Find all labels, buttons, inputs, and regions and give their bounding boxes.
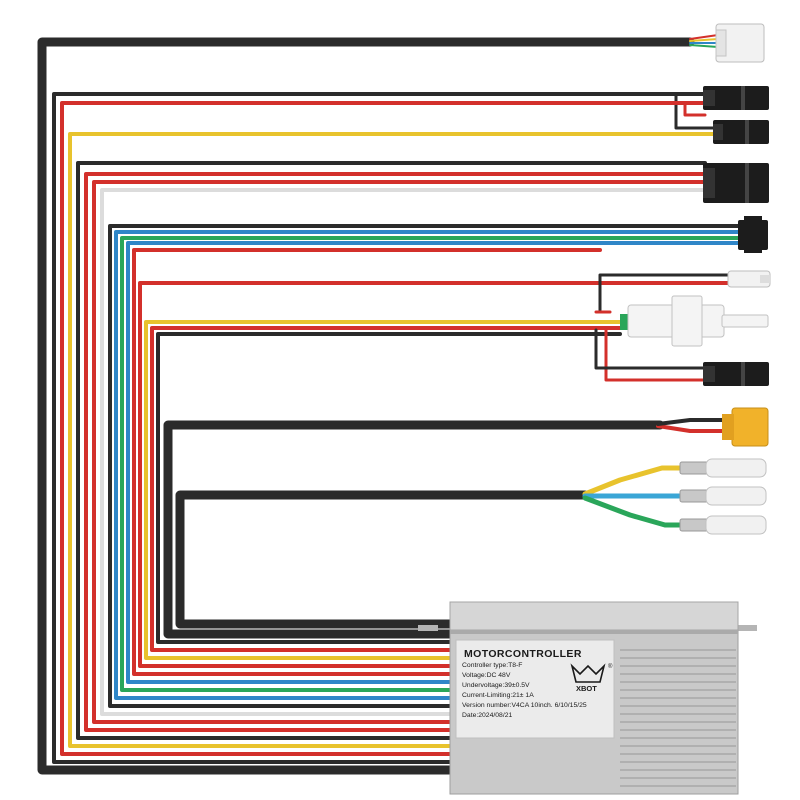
wire-black-1-branch bbox=[674, 92, 717, 130]
spec-version-number: Version number:V4CA 10inch. 6/10/15/25 bbox=[462, 702, 587, 709]
wire-black-loop bbox=[598, 273, 732, 312]
spec-undervoltage: Undervoltage:39±0.5V bbox=[462, 682, 530, 689]
spec-date: Date:2024/08/21 bbox=[462, 712, 512, 719]
wire-black-2 bbox=[76, 161, 707, 740]
connector-group bbox=[620, 23, 771, 535]
black-3pin-connector bbox=[703, 163, 769, 203]
wire-phase-green bbox=[582, 495, 688, 528]
black-2pin-connector-b bbox=[713, 120, 769, 144]
bullet-connector-green bbox=[679, 515, 767, 535]
spec-controller-type: Controller type:T8-F bbox=[462, 662, 522, 669]
xt60-power-connector bbox=[722, 407, 769, 447]
motor-controller-housing: MOTORCONTROLLER Controller type:T8-F Vol… bbox=[418, 601, 757, 795]
xbot-logo-icon: XBOT ® bbox=[570, 663, 613, 693]
wire-yellow-2 bbox=[144, 320, 622, 660]
wire-green-1 bbox=[120, 236, 742, 692]
wire-harness bbox=[37, 34, 742, 775]
wire-black-4 bbox=[156, 332, 622, 644]
wire-phase-yellow bbox=[582, 465, 688, 497]
wire-black-1 bbox=[52, 92, 707, 764]
wire-power-black bbox=[656, 418, 737, 426]
wire-black-to-2pinc bbox=[594, 328, 707, 370]
wire-red-2b bbox=[92, 180, 707, 724]
wire-black-3 bbox=[108, 224, 742, 708]
wire-black-sheath-power bbox=[163, 420, 665, 639]
black-4pin-connector bbox=[738, 216, 768, 253]
wire-red-to-2pinc bbox=[604, 328, 707, 382]
wire-black-sheath-outer bbox=[37, 37, 695, 775]
small-white-connector bbox=[727, 270, 771, 288]
white-4pin-connector bbox=[715, 23, 765, 63]
wire-blue-2 bbox=[126, 241, 742, 684]
wire-fan-white-connector-2 bbox=[689, 38, 719, 42]
wire-red-5 bbox=[150, 326, 622, 652]
registered-mark: ® bbox=[608, 663, 613, 670]
spec-current-limiting: Current-Limiting:21± 1A bbox=[462, 692, 534, 699]
bullet-connector-blue bbox=[679, 486, 767, 506]
wire-blue-1 bbox=[114, 230, 742, 700]
brand-name: XBOT bbox=[576, 684, 597, 693]
spec-voltage: Voltage:DC 48V bbox=[462, 672, 511, 679]
wire-red-2 bbox=[84, 172, 707, 732]
wire-fan-white-connector bbox=[689, 34, 719, 40]
heatsink-fins bbox=[620, 649, 736, 787]
wire-black-sheath-phase bbox=[175, 490, 590, 629]
wire-fan-white-connector-4 bbox=[689, 44, 719, 48]
wire-yellow-1 bbox=[68, 132, 717, 748]
black-2pin-connector-a bbox=[703, 86, 769, 110]
controller-label-sticker bbox=[455, 639, 615, 739]
white-large-connector bbox=[620, 295, 769, 347]
wire-red-1-branch bbox=[683, 101, 707, 117]
wire-red-4 bbox=[138, 281, 732, 668]
wire-power-red bbox=[656, 424, 737, 433]
bullet-connector-yellow bbox=[679, 458, 767, 478]
black-2pin-connector-c bbox=[703, 362, 769, 386]
wire-red-3 bbox=[132, 248, 602, 676]
wire-red-1 bbox=[60, 101, 707, 756]
controller-title: MOTORCONTROLLER bbox=[464, 648, 582, 660]
wire-white-1 bbox=[100, 188, 707, 716]
